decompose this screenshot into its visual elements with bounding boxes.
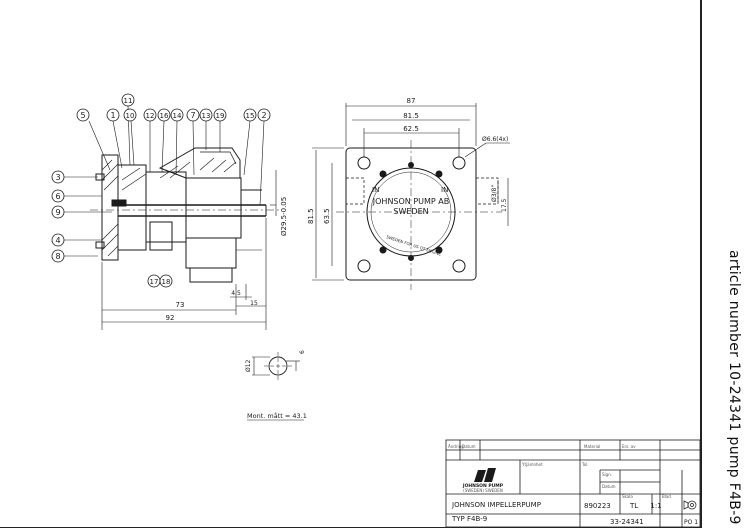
svg-text:JOHNSON PUMP AB: JOHNSON PUMP AB xyxy=(372,197,449,206)
svg-text:Datum: Datum xyxy=(602,484,616,489)
svg-text:5: 5 xyxy=(80,111,85,120)
svg-text:8: 8 xyxy=(55,252,60,261)
svg-text:73: 73 xyxy=(176,301,185,309)
drawing-scale: 1:1 xyxy=(650,502,661,510)
svg-text:11: 11 xyxy=(124,97,133,105)
callout-9: 9 xyxy=(51,205,65,219)
title-block-text: Ändring Datum Ytjämnhet Tol. Sign. Datum… xyxy=(448,444,698,526)
callout-18: 18 xyxy=(159,274,173,288)
mounting-note: Mont. mått = 43.1 xyxy=(247,411,307,421)
svg-text:16: 16 xyxy=(160,112,169,120)
callout-15: 15 xyxy=(243,108,257,122)
section-dim-labels: 92 73 4.5 15 Ø29.5-0.05 xyxy=(166,197,288,322)
callouts-lower: 17 18 xyxy=(147,274,173,288)
callout-2: 2 xyxy=(257,108,271,122)
svg-text:IN: IN xyxy=(441,186,448,194)
callouts-left: 3 6 9 4 8 xyxy=(51,170,65,263)
side-caption: article number 10-24341 pump F4B-9 xyxy=(726,250,742,525)
svg-text:SWEDEN: SWEDEN xyxy=(393,207,428,216)
svg-text:4: 4 xyxy=(55,236,60,245)
svg-text:Ytjämnhet: Ytjämnhet xyxy=(521,462,543,467)
callout-13: 13 xyxy=(199,108,213,122)
svg-text:Blad: Blad xyxy=(662,494,671,499)
svg-text:6: 6 xyxy=(55,192,60,201)
svg-text:19: 19 xyxy=(216,112,225,120)
front-dimensions xyxy=(312,103,510,281)
svg-text:12: 12 xyxy=(146,112,155,120)
svg-text:2: 2 xyxy=(261,111,266,120)
svg-text:18: 18 xyxy=(162,278,171,286)
drawn-by: TL xyxy=(629,502,638,510)
drawing-number: 33-24341 xyxy=(610,518,644,526)
svg-text:Datum: Datum xyxy=(462,444,476,449)
svg-text:Ø6.6(4x): Ø6.6(4x) xyxy=(482,136,508,143)
callout-14: 14 xyxy=(170,108,184,122)
johnson-pump-logo: JOHNSON PUMP (SWEDEN) SWEDEN xyxy=(462,468,504,493)
svg-text:10: 10 xyxy=(126,112,135,120)
callout-16: 16 xyxy=(157,108,171,122)
callout-7: 7 xyxy=(186,108,200,122)
svg-text:81.5: 81.5 xyxy=(307,208,315,224)
svg-text:9: 9 xyxy=(55,208,60,217)
drawing-sheet: 5 1 11 10 12 16 14 7 xyxy=(0,0,702,528)
svg-text:Material: Material xyxy=(584,444,600,449)
svg-text:Sign.: Sign. xyxy=(602,472,612,477)
svg-text:92: 92 xyxy=(166,314,175,322)
pump-section-view xyxy=(90,147,280,283)
svg-text:17: 17 xyxy=(150,278,159,286)
svg-text:SWEDEN FOR US OT ENGINE: SWEDEN FOR US OT ENGINE xyxy=(386,234,443,257)
callout-19: 19 xyxy=(213,108,227,122)
callout-4: 4 xyxy=(51,233,65,247)
callout-17: 17 xyxy=(147,274,161,288)
drawing-title: JOHNSON IMPELLERPUMP xyxy=(451,501,541,509)
drawing-date-code: 890223 xyxy=(584,502,611,510)
callouts-top: 5 1 11 10 12 16 14 7 xyxy=(76,93,271,122)
pump-front-view xyxy=(336,140,502,290)
drawing-type: TYP F4B-9 xyxy=(451,515,487,523)
shaft-end-detail xyxy=(252,352,300,380)
svg-text:Ers. av: Ers. av xyxy=(622,444,636,449)
drawing-sheet-number: PO 1 xyxy=(684,519,698,526)
svg-text:7: 7 xyxy=(190,111,195,120)
svg-text:Tol.: Tol. xyxy=(581,462,589,467)
svg-text:14: 14 xyxy=(173,112,182,120)
callout-1: 1 xyxy=(106,108,120,122)
callout-10: 10 xyxy=(123,108,137,122)
svg-text:Skala: Skala xyxy=(622,494,633,499)
callout-11: 11 xyxy=(121,93,135,107)
svg-text:Ø12: Ø12 xyxy=(245,359,252,372)
svg-text:15: 15 xyxy=(246,112,255,120)
svg-text:13: 13 xyxy=(202,112,211,120)
svg-text:JOHNSON PUMP: JOHNSON PUMP xyxy=(462,483,504,489)
callout-12: 12 xyxy=(143,108,157,122)
section-dimensions xyxy=(101,170,277,330)
svg-text:17.5: 17.5 xyxy=(501,198,508,212)
shaft-detail-labels: Ø12 6 xyxy=(245,350,306,372)
svg-text:Ø29.5-0.05: Ø29.5-0.05 xyxy=(280,197,288,236)
svg-text:Ø3/8": Ø3/8" xyxy=(491,185,498,202)
callout-3: 3 xyxy=(51,170,65,184)
svg-text:3: 3 xyxy=(55,173,60,182)
svg-text:1: 1 xyxy=(110,111,115,120)
svg-text:4.5: 4.5 xyxy=(231,290,241,297)
svg-text:6: 6 xyxy=(299,350,306,354)
callout-5: 5 xyxy=(76,108,90,122)
svg-text:IN: IN xyxy=(372,186,379,194)
svg-text:63.5: 63.5 xyxy=(323,208,331,224)
svg-text:81.5: 81.5 xyxy=(403,112,419,120)
technical-drawing: 5 1 11 10 12 16 14 7 xyxy=(51,93,701,528)
svg-text:Mont. mått = 43.1: Mont. mått = 43.1 xyxy=(247,411,307,420)
callout-leaders xyxy=(64,105,265,257)
projection-symbol-icon xyxy=(683,500,697,510)
svg-text:62.5: 62.5 xyxy=(403,125,419,133)
svg-text:(SWEDEN) SWEDEN: (SWEDEN) SWEDEN xyxy=(463,488,503,493)
svg-text:15: 15 xyxy=(250,300,258,307)
callout-6: 6 xyxy=(51,189,65,203)
front-dim-labels: 87 81.5 62.5 81.5 63.5 Ø6.6(4x) Ø3/8" 17… xyxy=(307,97,508,224)
svg-text:87: 87 xyxy=(407,97,416,105)
svg-text:Ändring: Ändring xyxy=(448,444,464,449)
callout-8: 8 xyxy=(51,249,65,263)
